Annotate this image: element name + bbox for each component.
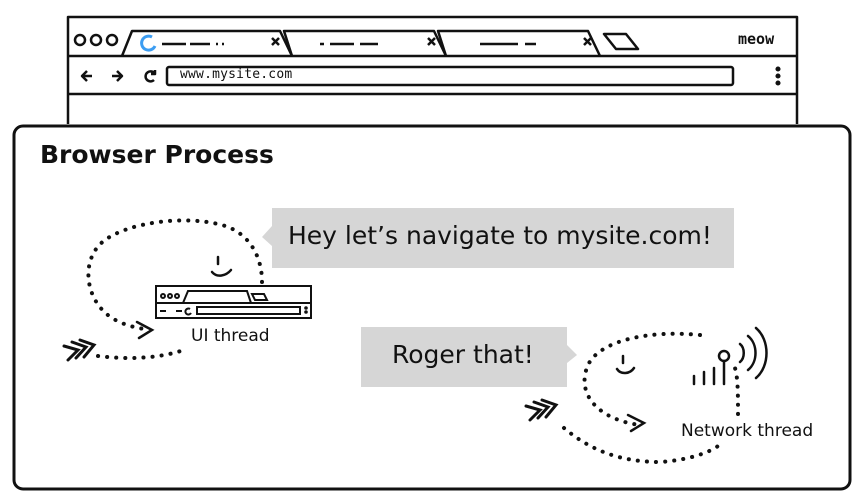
window-control-icon[interactable] <box>73 33 87 47</box>
browser-brand-label: meow <box>738 30 775 48</box>
window-control-icon[interactable] <box>89 33 103 47</box>
close-icon[interactable] <box>427 37 436 46</box>
network-thread-dotted-back <box>733 366 740 416</box>
browser-frame <box>66 15 799 124</box>
reload-icon[interactable] <box>144 70 157 83</box>
browser-tab[interactable] <box>282 29 448 57</box>
network-thread-arrowhead <box>626 413 647 433</box>
ui-thread-arrowhead <box>135 320 155 340</box>
address-bar-url: www.mysite.com <box>180 67 293 82</box>
browser-window <box>66 15 799 124</box>
network-thread-dotted-trail <box>562 426 720 465</box>
ui-thread-label: UI thread <box>191 326 270 346</box>
ui-thread-dotted-outline <box>86 218 264 332</box>
browser-tab-active[interactable] <box>120 29 294 57</box>
new-tab-button[interactable] <box>602 32 640 51</box>
signal-waves-icon <box>738 326 768 380</box>
network-thread-character <box>562 331 740 465</box>
ui-thread-mini-browser <box>155 285 312 319</box>
ui-thread-smile <box>210 268 233 277</box>
browser-tab[interactable] <box>436 29 602 57</box>
network-thread-message: Roger that! <box>392 340 534 369</box>
loading-spinner-icon <box>140 34 157 52</box>
ui-thread-dotted-trail <box>96 348 186 360</box>
network-thread-speech-bubble <box>361 327 577 387</box>
ui-thread-speech-bubble <box>262 208 734 268</box>
network-thread-label: Network thread <box>681 421 814 441</box>
signal-bars-icon <box>692 366 716 386</box>
network-thread-smile <box>615 366 636 375</box>
motion-lines-icon <box>62 338 97 362</box>
network-thread-dotted-outline <box>582 331 702 427</box>
close-icon[interactable] <box>583 37 592 46</box>
ui-thread-message: Hey let’s navigate to mysite.com! <box>288 221 712 250</box>
menu-dots-icon[interactable] <box>775 66 781 72</box>
back-arrow-icon[interactable] <box>80 70 92 82</box>
window-control-icon[interactable] <box>105 33 119 47</box>
process-title: Browser Process <box>40 140 274 169</box>
forward-arrow-icon[interactable] <box>112 70 124 82</box>
address-bar[interactable] <box>165 65 735 87</box>
motion-lines-icon <box>524 398 559 422</box>
close-icon[interactable] <box>271 37 280 46</box>
ui-thread-character <box>86 218 264 360</box>
